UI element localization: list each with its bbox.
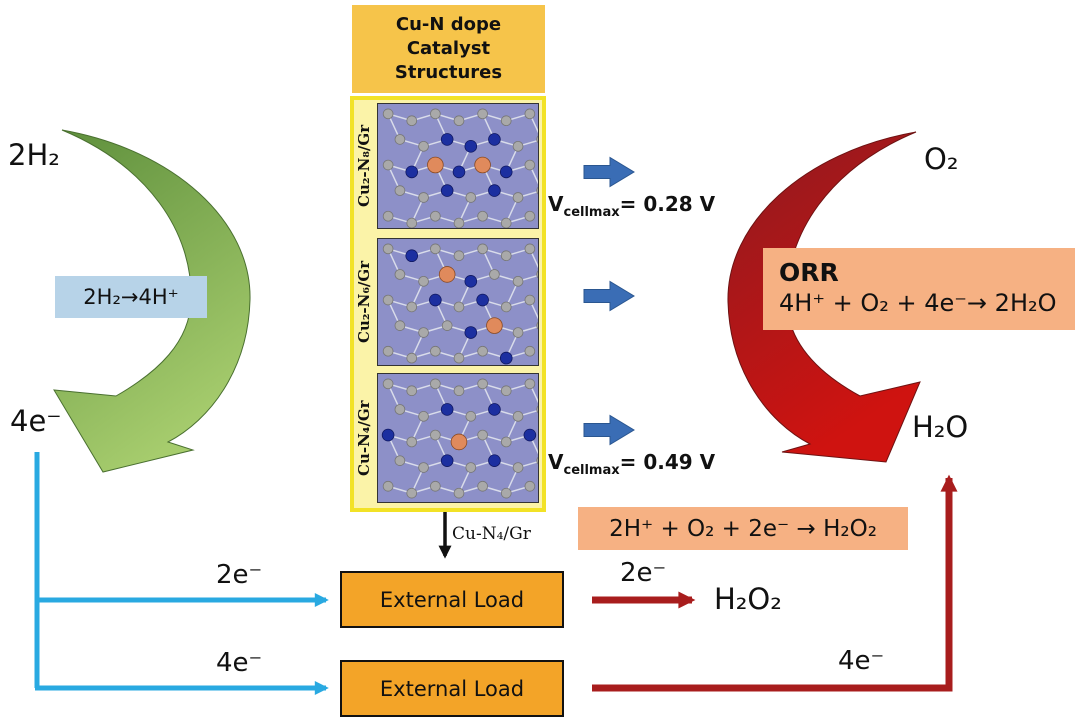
vcellmax-bottom: Vcellmax= 0.49 V <box>548 450 715 478</box>
vcellmax-top-sub: cellmax <box>563 205 620 220</box>
label-2e-right: 2e⁻ <box>620 558 667 588</box>
vcellmax-bottom-value: = 0.49 V <box>619 450 716 474</box>
panel-label-cu2n8: Cu₂-N₈/Gr <box>355 124 373 208</box>
vcellmax-bottom-sub: cellmax <box>563 463 620 478</box>
structure-panel-cu2n8 <box>377 103 539 229</box>
label-2e-left: 2e⁻ <box>216 560 263 590</box>
panel-label-cun4: Cu-N₄/Gr <box>355 400 373 476</box>
h2-input-label: 2H₂ <box>8 138 60 172</box>
green-cycle-arrow <box>53 129 251 473</box>
molecule-structure-cu2n6-image <box>382 243 538 365</box>
orr-equation: 4H⁺ + O₂ + 4e⁻→ 2H₂O <box>779 289 1057 318</box>
h2o2-product-label: H₂O₂ <box>714 582 782 616</box>
label-4e-right: 4e⁻ <box>838 646 885 676</box>
catalyst-title-text: Cu-N dope Catalyst Structures <box>394 13 503 84</box>
red-line-4e-h2o <box>592 474 958 692</box>
hor-reaction-box: 2H₂→4H⁺ <box>55 276 207 318</box>
electrons-4e-label: 4e⁻ <box>10 404 62 438</box>
peroxide-reaction-box: 2H⁺ + O₂ + 2e⁻ → H₂O₂ <box>578 507 908 550</box>
label-4e-left: 4e⁻ <box>216 648 263 678</box>
h2o-product-label: H₂O <box>912 410 969 444</box>
blue-arrow-bottom <box>583 414 635 446</box>
vcellmax-top: Vcellmax= 0.28 V <box>548 192 715 220</box>
structure-panel-cun4 <box>377 373 539 503</box>
vcellmax-top-value: = 0.28 V <box>619 192 716 216</box>
red-cycle-arrow <box>727 131 921 463</box>
catalyst-title-box: Cu-N dope Catalyst Structures <box>352 5 545 93</box>
orr-title: ORR <box>779 258 839 288</box>
vcellmax-top-symbol: V <box>548 192 564 216</box>
panel-label-cu2n6: Cu₂-N₆/Gr <box>355 260 373 344</box>
down-arrow-cun4-label: Cu-N₄/Gr <box>452 524 531 544</box>
blue-arrow-middle <box>583 280 635 312</box>
external-load-box-1: External Load <box>340 571 564 628</box>
o2-input-label: O₂ <box>924 142 959 176</box>
structure-panel-cu2n6 <box>377 238 539 366</box>
blue-arrow-top <box>583 156 635 188</box>
molecule-structure-cu2n8-image <box>382 108 538 228</box>
molecule-structure-cun4-image <box>381 378 538 499</box>
external-load-box-2: External Load <box>340 660 564 717</box>
vcellmax-bottom-symbol: V <box>548 450 564 474</box>
orr-reaction-box: ORR 4H⁺ + O₂ + 4e⁻→ 2H₂O <box>763 248 1075 330</box>
